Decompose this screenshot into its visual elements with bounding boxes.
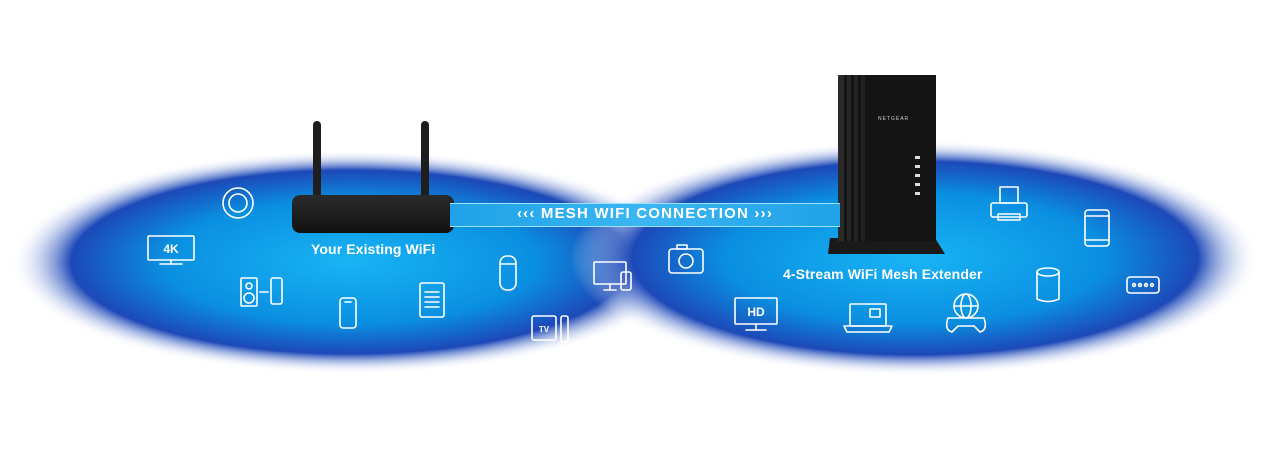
mesh-connection-label: ‹‹‹ MESH WIFI CONNECTION ›››: [516, 205, 774, 222]
extender-brand-text: NETGEAR: [878, 116, 910, 122]
extender-fin-1: [838, 75, 844, 241]
speaker-phone-icon: [240, 277, 283, 307]
network-switch-icon: [1126, 276, 1160, 294]
tablet-right-icon: [1084, 209, 1110, 247]
printer-icon: [990, 186, 1028, 221]
tv-4k-icon: [147, 235, 195, 265]
router-body: [292, 195, 454, 233]
extender-fin-4: [861, 75, 865, 241]
extender-led-4: [915, 183, 920, 186]
extender-led-2: [915, 165, 920, 168]
extender-fin-3: [854, 75, 858, 241]
router-label: Your Existing WiFi: [311, 241, 436, 257]
smart-hub-icon: [1036, 267, 1060, 303]
extender-fin-2: [847, 75, 851, 241]
extender-led-1: [915, 156, 920, 159]
streaming-box-text: TV: [539, 325, 550, 334]
laptop-icon: [843, 303, 893, 333]
desktop-computer-icon: [593, 261, 632, 291]
router-antenna-left: [313, 121, 321, 201]
game-controller-globe-icon: [945, 293, 987, 333]
extender-device: [828, 75, 945, 254]
extender-body: [838, 75, 936, 241]
smartphone-icon: [339, 297, 357, 329]
camera-icon: [668, 244, 704, 274]
smart-speaker-icon: [499, 255, 517, 291]
extender-stand: [828, 238, 945, 254]
mesh-connection-band: [450, 203, 840, 227]
tablet-icon: [419, 282, 445, 318]
coverage-area-right: [570, 140, 1260, 376]
extender-label: 4-Stream WiFi Mesh Extender: [783, 266, 983, 282]
tv-4k-text: 4K: [163, 242, 179, 256]
tv-hd-text: HD: [747, 305, 765, 319]
extender-led-3: [915, 174, 920, 177]
tv-hd-icon: [734, 297, 778, 331]
router-antenna-right: [421, 121, 429, 201]
robot-vacuum-icon: [222, 187, 254, 219]
extender-led-5: [915, 192, 920, 195]
router-device: [292, 121, 454, 233]
streaming-box-icon: [531, 315, 569, 343]
